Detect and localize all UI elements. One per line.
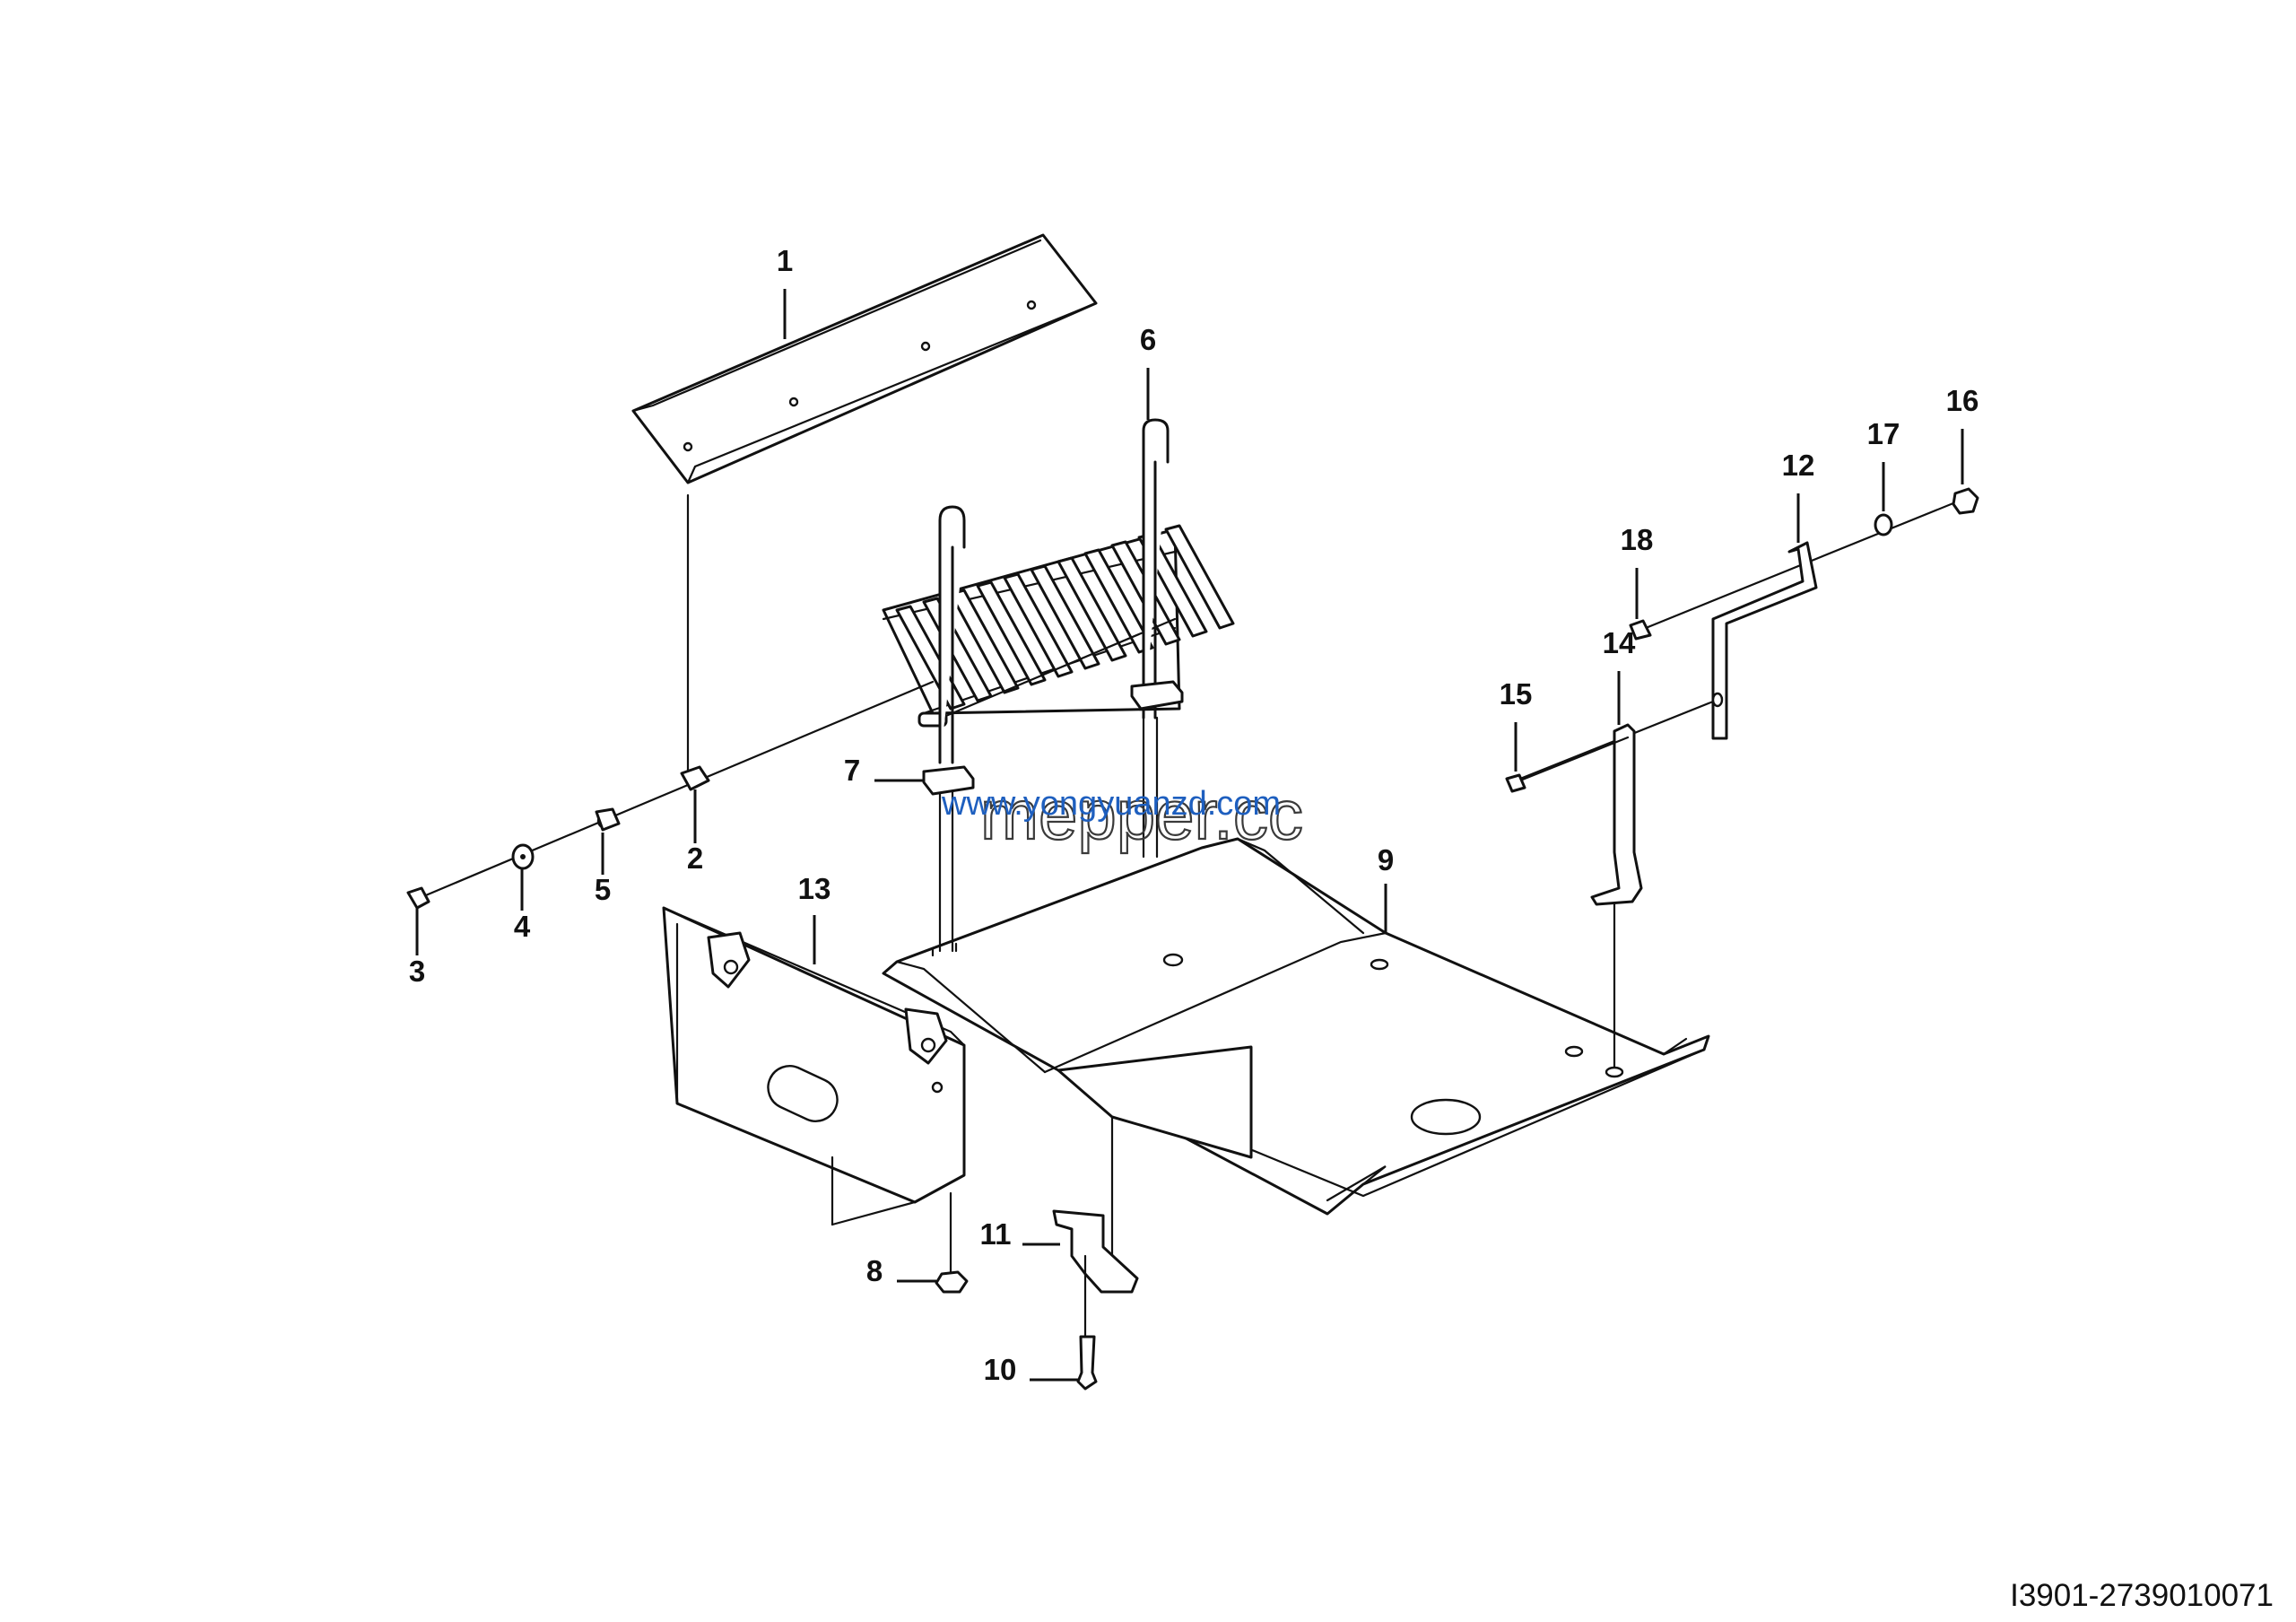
callout-label-7: 7 [844, 754, 860, 787]
right-brackets [1505, 487, 1979, 1069]
part-1-top-cover [631, 233, 1098, 775]
bottom-hardware [935, 1191, 1139, 1391]
rack-rib [1003, 572, 1074, 678]
callout-label-4: 4 [514, 910, 531, 943]
callout-label-8: 8 [866, 1254, 883, 1287]
callout-label-13: 13 [798, 872, 831, 905]
callout-label-6: 6 [1140, 323, 1156, 356]
part-17-washer [1874, 513, 1893, 536]
callout-label-16: 16 [1946, 384, 1979, 417]
part-13-side-panel [662, 906, 966, 1226]
watermark-blue: www.yongyuanzd.com [941, 785, 1281, 823]
callout-label-2: 2 [687, 842, 703, 875]
part-6-j-bolts [938, 418, 1170, 953]
rack-rib [1083, 548, 1154, 654]
part-8-nut [935, 1270, 969, 1294]
part-10-bolt [1076, 1335, 1098, 1391]
rack-rib [949, 589, 1020, 694]
callout-label-15: 15 [1500, 677, 1533, 711]
part-7-clamps [922, 680, 1184, 796]
part-16-nut [1952, 487, 1979, 515]
callout-label-5: 5 [595, 873, 611, 906]
part-15-bolt [1505, 773, 1526, 793]
callout-label-17: 17 [1867, 417, 1900, 450]
callout-label-14: 14 [1603, 626, 1636, 659]
callout-label-12: 12 [1782, 449, 1815, 482]
part-3-bolt-head [406, 886, 430, 910]
part-12-bracket [1711, 541, 1818, 740]
rack-rib [976, 580, 1047, 686]
part-9-floor-plate [882, 837, 1710, 1258]
part-14-bracket [1590, 723, 1643, 906]
part-5-nut [595, 807, 621, 832]
watermark-grey: mepper.cc [980, 775, 1303, 854]
callout-label-1: 1 [777, 244, 793, 277]
rack-rib [1057, 556, 1127, 662]
rack-rib [1164, 524, 1235, 630]
part-18-bolt [1629, 619, 1652, 641]
figure-code: I3901-2739010071 [2010, 1578, 2274, 1613]
part-11-bracket [1052, 1209, 1139, 1294]
callout-label-11: 11 [980, 1217, 1012, 1251]
callout-label-3: 3 [409, 955, 425, 988]
callout-label-9: 9 [1378, 843, 1394, 876]
callout-label-10: 10 [984, 1353, 1017, 1386]
left-fasteners [406, 680, 935, 910]
rack-rib [1030, 564, 1100, 670]
part-2-nut-plate [680, 765, 710, 791]
callout-label-18: 18 [1621, 523, 1654, 556]
